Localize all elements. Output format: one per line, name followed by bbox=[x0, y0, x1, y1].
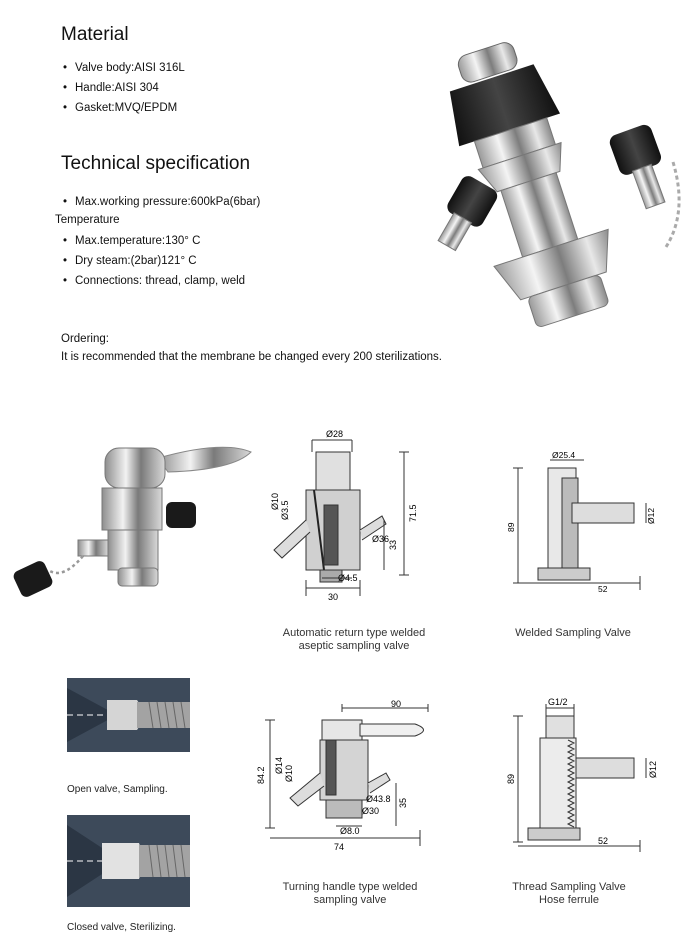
dim-w30: 30 bbox=[328, 592, 338, 602]
drawing-welded: Ø25.4 89 Ø12 52 bbox=[506, 450, 656, 594]
material-item: Gasket:MVQ/EPDM bbox=[61, 98, 185, 118]
material-heading: Material bbox=[61, 24, 129, 45]
dim-h89: 89 bbox=[506, 774, 516, 784]
technical-heading: Technical specification bbox=[61, 153, 251, 174]
ordering-text: It is recommended that the membrane be c… bbox=[61, 351, 442, 363]
dim-h71-5: 71.5 bbox=[408, 504, 418, 522]
dim-d12: Ø12 bbox=[646, 508, 656, 524]
technical-list: Max.temperature:130° C Dry steam:(2bar)1… bbox=[61, 231, 245, 291]
ordering-label: Ordering: bbox=[61, 333, 109, 345]
caption-open-valve: Open valve, Sampling. bbox=[67, 784, 168, 795]
dim-h35: 35 bbox=[398, 798, 408, 808]
pressure-list: Max.working pressure:600kPa(6bar) bbox=[61, 192, 260, 212]
material-section: Material Valve body:AISI 316L Handle:AIS… bbox=[61, 24, 185, 118]
dim-d14: Ø14 bbox=[274, 757, 284, 774]
photo-open-valve bbox=[67, 678, 190, 752]
valve-photo-main bbox=[437, 42, 681, 328]
dim-d28: Ø28 bbox=[326, 430, 343, 439]
drawing-turning: 90 84.2 Ø14 Ø10 Ø43.8 Ø30 35 Ø8.0 74 bbox=[256, 699, 429, 852]
technical-item: Max.temperature:130° C bbox=[61, 231, 245, 251]
caption-welded: Welded Sampling Valve bbox=[515, 627, 631, 639]
pressure-item: Max.working pressure:600kPa(6bar) bbox=[61, 192, 260, 212]
photo-closed-valve bbox=[67, 815, 190, 907]
dim-w90: 90 bbox=[391, 699, 401, 709]
dim-w74: 74 bbox=[334, 842, 344, 852]
dim-d43-8: Ø43.8 bbox=[366, 794, 391, 804]
dim-d25-4: Ø25.4 bbox=[552, 450, 575, 460]
caption-thread: Thread Sampling Valve Hose ferrule bbox=[512, 881, 626, 906]
dim-d3-5: Ø3.5 bbox=[280, 500, 290, 520]
dim-d4-5: Ø4.5 bbox=[338, 573, 358, 583]
temperature-label: Temperature bbox=[55, 214, 120, 226]
dim-h84-2: 84.2 bbox=[256, 766, 266, 784]
dim-d8-0: Ø8.0 bbox=[340, 826, 360, 836]
technical-heading-wrap: Technical specification bbox=[61, 153, 250, 175]
caption-turning: Turning handle type welded sampling valv… bbox=[282, 881, 418, 906]
material-item: Handle:AISI 304 bbox=[61, 78, 185, 98]
dim-d10: Ø10 bbox=[284, 765, 294, 782]
caption-closed-valve: Closed valve, Sterilizing. bbox=[67, 922, 176, 933]
dim-d36: Ø36 bbox=[372, 534, 389, 544]
drawing-thread: G1/2 89 Ø12 52 bbox=[506, 697, 658, 852]
dim-d10: Ø10 bbox=[270, 493, 280, 510]
dim-d12: Ø12 bbox=[648, 761, 658, 778]
technical-item: Connections: thread, clamp, weld bbox=[61, 271, 245, 291]
dim-w52: 52 bbox=[598, 836, 608, 846]
drawing-auto-return: Ø28 Ø10 Ø3.5 71.5 Ø36 33 Ø4.5 30 bbox=[270, 430, 418, 602]
dim-h89: 89 bbox=[506, 522, 516, 532]
caption-auto-return: Automatic return type welded aseptic sam… bbox=[282, 627, 426, 652]
dim-g1-2: G1/2 bbox=[548, 697, 568, 707]
technical-item: Dry steam:(2bar)121° C bbox=[61, 251, 245, 271]
dim-h33: 33 bbox=[388, 540, 398, 550]
dim-d30: Ø30 bbox=[362, 806, 379, 816]
material-item: Valve body:AISI 316L bbox=[61, 58, 185, 78]
material-list: Valve body:AISI 316L Handle:AISI 304 Gas… bbox=[61, 58, 185, 118]
valve-photo-left bbox=[13, 446, 252, 597]
dim-w52: 52 bbox=[598, 584, 608, 594]
